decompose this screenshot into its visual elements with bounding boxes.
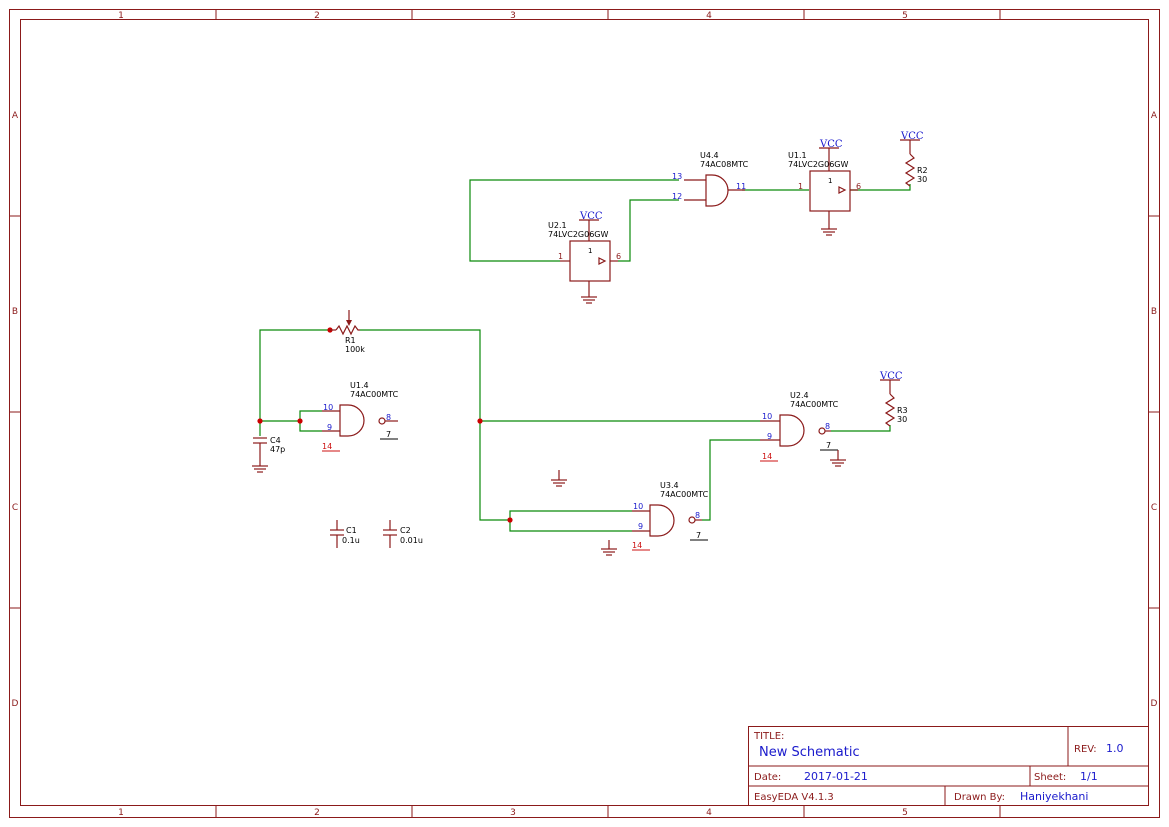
- u11-pin-1: 1: [798, 182, 803, 191]
- capacitor-c2[interactable]: [383, 520, 397, 548]
- u34-ref: U3.4: [660, 481, 679, 490]
- u21-value: 74LVC2G06GW: [548, 230, 608, 239]
- u34-vcc-pin: 14: [632, 541, 642, 550]
- row-label-left: D: [12, 699, 19, 709]
- u11-pin-6: 6: [856, 182, 861, 191]
- u34-pin-9: 9: [638, 522, 643, 531]
- nand-gate-u24[interactable]: [760, 414, 846, 467]
- sheet-border: [9, 9, 1160, 818]
- u14-pin-8: 8: [386, 413, 391, 422]
- u14-gnd-pin: 7: [386, 430, 391, 439]
- row-label-left: B: [12, 307, 18, 317]
- row-label-left: A: [12, 111, 19, 121]
- u24-pin-10: 10: [762, 412, 772, 421]
- and-gate-u44[interactable]: [684, 174, 745, 207]
- u34-pin-8: 8: [695, 511, 700, 520]
- r2-value: 30: [917, 175, 927, 184]
- rev-value: 1.0: [1106, 742, 1124, 755]
- u24-gnd-pin: 7: [826, 441, 831, 450]
- u11-vcc: VCC: [819, 139, 843, 150]
- u44-pin-13: 13: [672, 172, 682, 181]
- drawn-by-label: Drawn By:: [954, 792, 1005, 803]
- column-label-bottom: 4: [706, 808, 712, 818]
- column-label-bottom: 2: [314, 808, 320, 818]
- column-label-top: 3: [510, 11, 516, 21]
- r3-vcc: VCC: [879, 371, 903, 382]
- c4-value: 47p: [270, 445, 285, 454]
- u24-value: 74AC00MTC: [790, 400, 839, 409]
- date-label: Date:: [754, 772, 781, 783]
- r3-ref: R3: [897, 406, 908, 415]
- r1-ref: R1: [345, 336, 356, 345]
- resistor-r2[interactable]: [900, 139, 920, 187]
- buffer-u21[interactable]: [560, 219, 618, 304]
- u11-ref: U1.1: [788, 151, 807, 160]
- u14-ref: U1.4: [350, 381, 369, 390]
- row-label-right: B: [1151, 307, 1157, 317]
- u21-pin-1: 1: [558, 252, 563, 261]
- tool-version: EasyEDA V4.1.3: [754, 792, 834, 803]
- column-label-top: 1: [118, 11, 124, 21]
- row-label-right: C: [1151, 503, 1157, 513]
- nand-gate-u14[interactable]: [322, 404, 398, 452]
- u34-pin-10: 10: [633, 502, 643, 511]
- u24-pin-9: 9: [767, 432, 772, 441]
- r2-vcc: VCC: [900, 131, 924, 142]
- r1-value: 100k: [345, 345, 365, 354]
- u24-ref: U2.4: [790, 391, 809, 400]
- u21-ref: U2.1: [548, 221, 567, 230]
- capacitor-c1[interactable]: [330, 520, 344, 548]
- column-label-bottom: 3: [510, 808, 516, 818]
- u44-pin-11: 11: [736, 182, 746, 191]
- c2-value: 0.01u: [400, 536, 423, 545]
- column-label-bottom: 1: [118, 808, 124, 818]
- column-label-bottom: 5: [902, 808, 908, 818]
- r3-value: 30: [897, 415, 907, 424]
- potentiometer-r1[interactable]: [330, 310, 360, 336]
- wires: [259, 179, 911, 532]
- c1-value: 0.1u: [342, 536, 360, 545]
- u14-vcc-pin: 14: [322, 442, 332, 451]
- junctions: [257, 327, 513, 523]
- title-value: New Schematic: [759, 745, 860, 760]
- c1-ref: C1: [346, 526, 357, 535]
- u14-pin-9: 9: [327, 423, 332, 432]
- row-label-right: A: [1151, 111, 1158, 121]
- title-block: [748, 726, 1149, 806]
- date-value: 2017-01-21: [804, 770, 868, 783]
- u14-pin-10: 10: [323, 403, 333, 412]
- u44-ref: U4.4: [700, 151, 719, 160]
- title-label: TITLE:: [753, 731, 784, 742]
- r2-ref: R2: [917, 166, 928, 175]
- u21-vcc: VCC: [579, 211, 603, 222]
- resistor-r3[interactable]: [880, 379, 900, 427]
- u11-value: 74LVC2G06GW: [788, 160, 848, 169]
- u14-value: 74AC00MTC: [350, 390, 399, 399]
- u44-value: 74AC08MTC: [700, 160, 749, 169]
- c4-ref: C4: [270, 436, 281, 445]
- u24-pin-8: 8: [825, 422, 830, 431]
- column-label-top: 2: [314, 11, 320, 21]
- sheet-value: 1/1: [1080, 770, 1098, 783]
- ground-symbol: [551, 470, 567, 487]
- row-label-right: D: [1151, 699, 1158, 709]
- column-label-top: 5: [902, 11, 908, 21]
- u24-vcc-pin: 14: [762, 452, 772, 461]
- nand-gate-u34[interactable]: [601, 504, 708, 556]
- u21-pin-6: 6: [616, 252, 621, 261]
- u34-value: 74AC00MTC: [660, 490, 709, 499]
- buffer-u11[interactable]: [809, 147, 858, 236]
- sheet-label: Sheet:: [1034, 772, 1066, 783]
- u21-inner-pin: 1: [588, 247, 592, 255]
- u11-inner-pin: 1: [828, 177, 832, 185]
- row-label-left: C: [12, 503, 18, 513]
- rev-label: REV:: [1074, 744, 1097, 755]
- drawn-by-value: Haniyekhani: [1020, 790, 1088, 803]
- u44-pin-12: 12: [672, 192, 682, 201]
- c2-ref: C2: [400, 526, 411, 535]
- column-label-top: 4: [706, 11, 712, 21]
- u34-gnd-pin: 7: [696, 531, 701, 540]
- capacitor-c4[interactable]: [252, 437, 268, 473]
